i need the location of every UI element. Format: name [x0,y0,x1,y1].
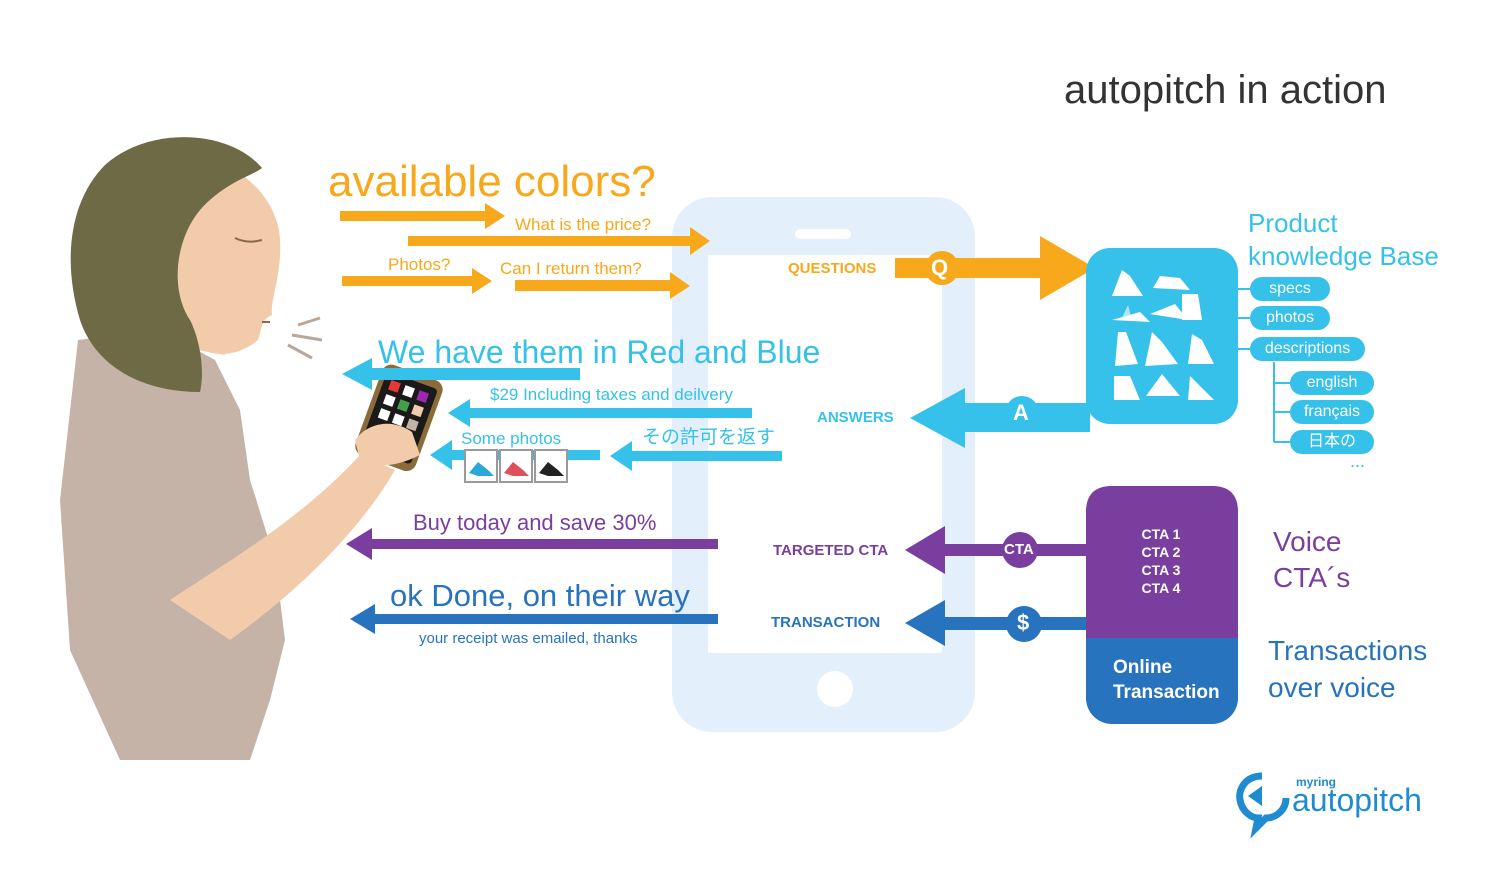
speech-bubble-logo-icon [1236,772,1290,839]
answer-price: $29 Including taxes and deilvery [490,385,733,404]
cta-item: CTA 4 [1141,580,1181,596]
shoe-photo-thumbnails [464,449,568,483]
a-badge: A [1013,400,1029,425]
kb-item-descriptions: descriptions [1250,337,1365,361]
voice-cta-line2: CTA´s [1273,562,1351,593]
a-badge-circle [1005,396,1039,430]
dollar-badge-circle [1006,606,1042,642]
questions-label: QUESTIONS [788,260,877,277]
answer-photos: Some photos [461,429,562,448]
cta-badge-circle [1002,532,1038,568]
cta-item: CTA 1 [1141,526,1181,542]
answers-label: ANSWERS [817,409,894,426]
transaction-arrows [350,600,1090,646]
q-badge-circle [925,251,959,285]
cta-badge: CTA [1004,541,1034,558]
question-main: available colors? [328,157,656,206]
cta-transaction-box [1086,486,1238,724]
transactions-voice-line1: Transactions [1268,635,1428,666]
knowledge-base-box [1086,248,1238,424]
targeted-cta-label: TARGETED CTA [773,542,889,559]
person-illustration [60,137,395,760]
transaction-message: ok Done, on their way [390,578,690,613]
transaction-label: TRANSACTION [771,614,881,631]
logo-small: myring [1296,775,1337,789]
cta-message: Buy today and save 30% [413,510,657,535]
cta-arrows [346,526,1090,574]
dollar-badge: $ [1017,610,1030,635]
transactions-voice-line2: over voice [1268,672,1396,703]
shoe-catalog-icons [1112,270,1214,400]
online-transaction-line2: Transaction [1113,682,1220,703]
question-return: Can I return them? [500,259,642,278]
hand-icon [355,423,420,466]
kb-lang-french: français [1290,400,1374,424]
kb-lang-japanese: 日本の [1290,430,1374,454]
knowledge-title-line2: knowledge Base [1248,241,1439,271]
cta-item: CTA 2 [1141,544,1181,560]
answer-japanese: その許可を返す [642,427,776,448]
knowledge-title-line1: Product [1248,208,1338,238]
q-badge: Q [931,255,949,280]
page-title: autopitch in action [1064,68,1387,112]
question-price: What is the price? [515,215,652,234]
kb-item-specs: specs [1250,277,1330,301]
kb-lang-english: english [1290,371,1374,395]
online-transaction-line1: Online [1113,657,1173,678]
transaction-sub: your receipt was emailed, thanks [419,630,638,647]
kb-more: ... [1350,451,1366,471]
question-photos: Photos? [388,255,451,274]
logo-big: autopitch [1292,782,1422,818]
voice-cta-line1: Voice [1273,526,1342,557]
cta-list: CTA 1 CTA 2 CTA 3 CTA 4 [1086,525,1236,597]
description-tree-lines [1238,288,1290,443]
answer-main: We have them in Red and Blue [378,334,821,370]
cta-item: CTA 3 [1141,562,1181,578]
question-arrows [340,203,1095,300]
kb-item-photos: photos [1250,306,1330,330]
